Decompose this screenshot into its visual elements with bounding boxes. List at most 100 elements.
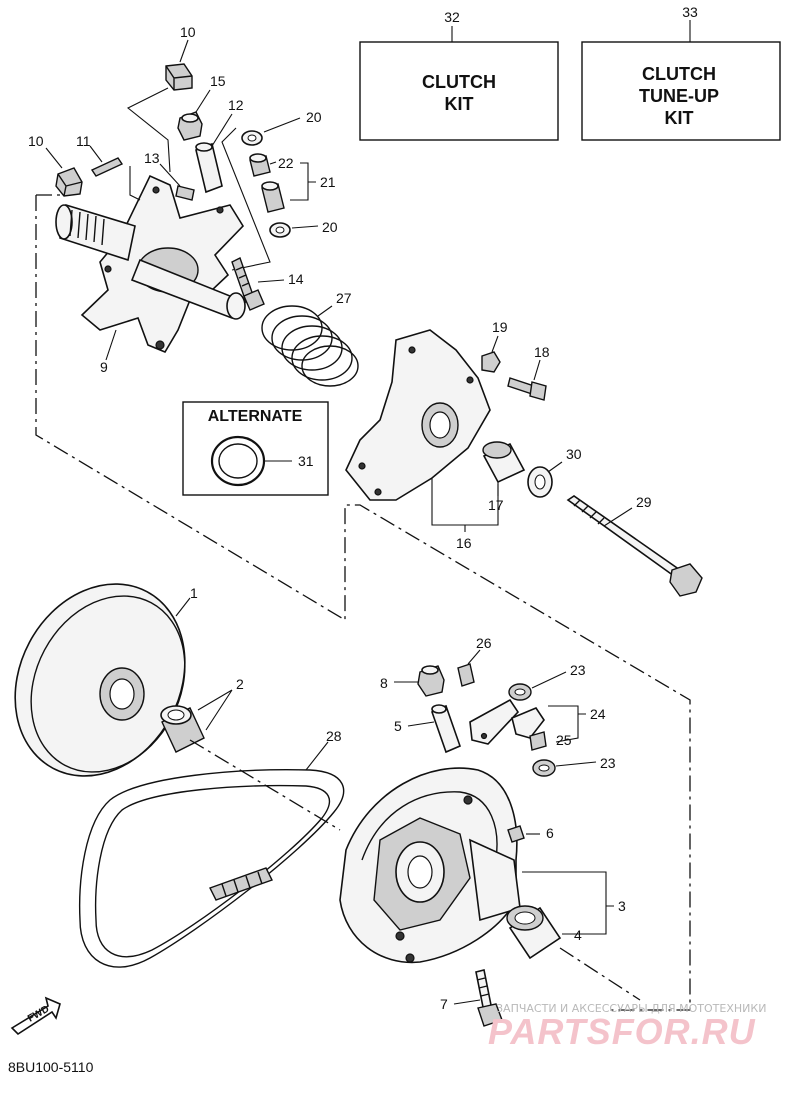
leader-23-lower <box>555 761 597 767</box>
callout-10-upper: 10 <box>180 24 196 40</box>
tune-up-kit-line3: KIT <box>665 108 694 128</box>
tune-up-kit-line2: TUNE-UP <box>639 86 719 106</box>
clutch-kit-box: CLUTCH KIT <box>359 26 559 141</box>
bolt-7 <box>475 969 503 1027</box>
axis-line-lower <box>559 947 641 1001</box>
spider-hub-part <box>55 174 246 354</box>
leader-11 <box>89 145 103 163</box>
callout-3: 3 <box>618 898 626 914</box>
movable-sheave-3 <box>339 767 521 964</box>
arm-assembly <box>469 698 520 745</box>
leader-10-upper <box>179 39 189 63</box>
weight-arm-24 <box>511 707 545 739</box>
leader-2 <box>197 689 233 731</box>
callout-1: 1 <box>190 585 198 601</box>
leader-12 <box>211 113 233 147</box>
callout-9: 9 <box>100 359 108 375</box>
washer-23-lower <box>532 759 556 777</box>
watermark-tagline: ЗАПЧАСТИ И АКСЕССУАРЫ ДЛЯ МОТОТЕХНИКИ <box>496 1002 766 1015</box>
leader-15 <box>195 89 211 113</box>
watermark-logo: PARTSFOR.RU <box>488 1011 756 1052</box>
leader-24-bracket <box>548 705 586 743</box>
leader-22 <box>269 161 277 165</box>
callout-18: 18 <box>534 344 550 360</box>
leader-5 <box>407 721 435 727</box>
bushing-21 <box>261 181 285 213</box>
screw-6 <box>507 825 525 843</box>
callout-4: 4 <box>574 927 582 943</box>
leader-21-bracket <box>290 162 316 201</box>
leader-12-path <box>221 127 271 271</box>
leader-29 <box>603 507 633 527</box>
callout-23-lower: 23 <box>600 755 616 771</box>
callout-11: 11 <box>76 133 91 149</box>
washer-20-lower <box>269 222 291 238</box>
callout-16: 16 <box>456 535 472 551</box>
callout-21: 21 <box>320 174 336 190</box>
leader-26 <box>467 649 481 665</box>
clutch-kit-line2: KIT <box>445 94 474 114</box>
fixed-sheave-1 <box>14 583 186 777</box>
callout-12: 12 <box>228 97 244 113</box>
clutch-kit-line1: CLUTCH <box>422 72 496 92</box>
slider-block-10-left <box>55 167 83 197</box>
axis-line-sheave <box>189 739 341 831</box>
leader-9 <box>105 329 117 361</box>
callout-20-upper: 20 <box>306 109 322 125</box>
nut-8 <box>417 665 445 697</box>
washer-23-upper <box>508 683 532 701</box>
bushing-17 <box>482 441 526 484</box>
bushing-4 <box>506 905 562 960</box>
callout-8: 8 <box>380 675 388 691</box>
leader-23-upper <box>531 671 567 689</box>
bolt-18 <box>507 377 547 401</box>
leader-18 <box>533 359 541 381</box>
leader-14 <box>257 279 285 283</box>
leader-19 <box>491 335 499 353</box>
callout-7: 7 <box>440 996 448 1012</box>
bushing-22 <box>249 153 271 177</box>
clutch-tune-up-kit-box: CLUTCH TUNE-UP KIT <box>581 20 781 141</box>
callout-32: 32 <box>444 9 460 25</box>
leader-1 <box>175 597 191 617</box>
washer-30 <box>527 466 553 498</box>
callout-13: 13 <box>144 150 160 166</box>
fwd-arrow-icon: FWD <box>10 996 61 1036</box>
callout-20-lower: 20 <box>322 219 338 235</box>
leader-20-upper <box>263 117 301 133</box>
callout-6: 6 <box>546 825 554 841</box>
roller-pin-12 <box>195 142 223 194</box>
callout-10-left: 10 <box>28 133 44 149</box>
leader-20-lower <box>291 225 319 229</box>
leader-13 <box>159 163 181 187</box>
bushings-2 <box>160 705 205 753</box>
leader-27 <box>317 305 333 317</box>
nut-19 <box>481 351 501 373</box>
tune-up-kit-line1: CLUTCH <box>642 64 716 84</box>
callout-28: 28 <box>326 728 342 744</box>
alternate-box: ALTERNATE <box>182 401 329 496</box>
callout-25: 25 <box>556 732 572 748</box>
spring-27 <box>261 305 359 387</box>
callout-14: 14 <box>288 271 304 287</box>
callout-24: 24 <box>590 706 606 722</box>
pin-26 <box>457 663 475 687</box>
callout-5: 5 <box>394 718 402 734</box>
alternate-title: ALTERNATE <box>208 408 303 425</box>
pin-11 <box>90 157 124 177</box>
leader-10-path <box>126 87 171 173</box>
callout-27: 27 <box>336 290 352 306</box>
callout-23-upper: 23 <box>570 662 586 678</box>
bushing-25 <box>529 731 547 751</box>
washer-20-upper <box>241 130 263 146</box>
leader-10-left <box>45 147 63 169</box>
callout-2: 2 <box>236 676 244 692</box>
callout-26: 26 <box>476 635 492 651</box>
callout-15: 15 <box>210 73 226 89</box>
callout-17: 17 <box>488 497 504 513</box>
callout-29: 29 <box>636 494 652 510</box>
callout-31: 31 <box>298 453 314 469</box>
callout-19: 19 <box>492 319 508 335</box>
